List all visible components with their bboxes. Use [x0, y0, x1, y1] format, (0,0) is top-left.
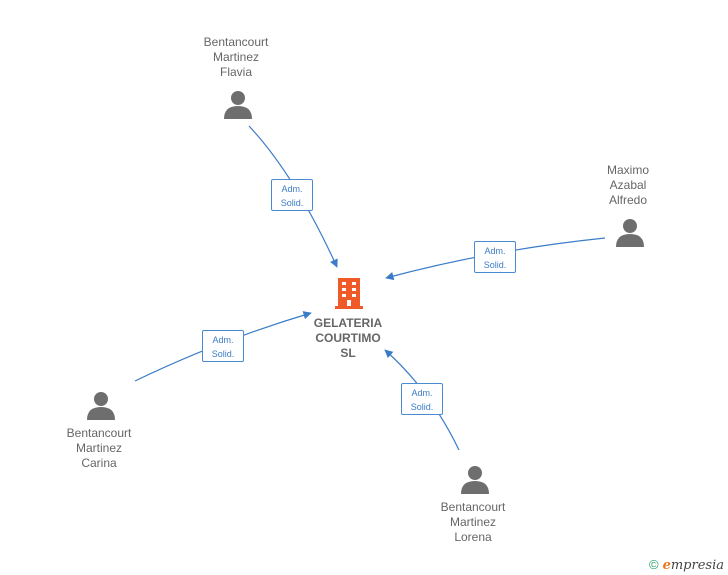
- relation-badge-maximo[interactable]: Adm. Solid.: [474, 241, 516, 273]
- person-icon[interactable]: [223, 89, 253, 119]
- brand-logo: empresia: [662, 558, 724, 573]
- person-name-flavia[interactable]: Bentancourt Martinez Flavia: [203, 35, 269, 79]
- building-icon[interactable]: [335, 276, 363, 310]
- relation-badge-flavia[interactable]: Adm. Solid.: [271, 179, 313, 211]
- relation-badge-carina[interactable]: Adm. Solid.: [202, 330, 244, 362]
- company-name[interactable]: GELATERIA COURTIMO SL: [313, 316, 383, 360]
- person-name-maximo[interactable]: Maximo Azabal Alfredo: [606, 163, 649, 207]
- person-name-carina[interactable]: Bentancourt Martinez Carina: [66, 426, 132, 470]
- copyright-icon: ©: [648, 557, 659, 572]
- footer-credit[interactable]: ©empresia: [649, 557, 724, 573]
- person-icon[interactable]: [460, 464, 490, 494]
- person-icon[interactable]: [615, 217, 645, 247]
- relation-badge-lorena[interactable]: Adm. Solid.: [401, 383, 443, 415]
- person-name-lorena[interactable]: Bentancourt Martinez Lorena: [440, 500, 506, 544]
- person-icon[interactable]: [86, 390, 116, 420]
